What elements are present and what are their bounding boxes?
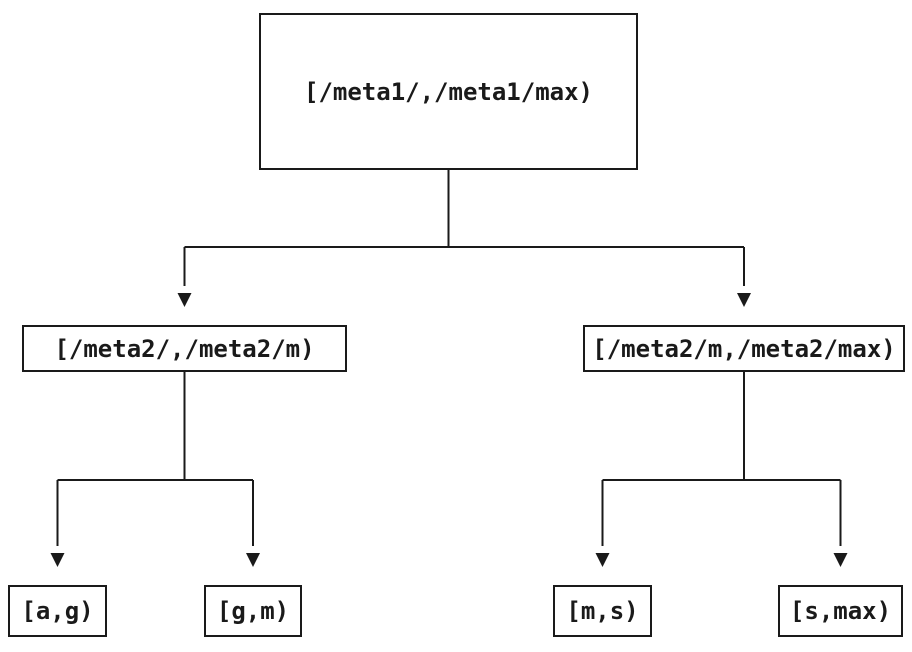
arrowhead-down-icon: [246, 553, 260, 567]
node-leaf-ag: [a,g): [8, 585, 107, 637]
node-right-meta2-range: [/meta2/m,/meta2/max): [583, 325, 905, 372]
node-leaf-gm: [g,m): [204, 585, 302, 637]
node-leaf-smax: [s,max): [778, 585, 903, 637]
node-label: [m,s): [566, 597, 639, 625]
node-leaf-ms: [m,s): [553, 585, 652, 637]
arrowhead-down-icon: [50, 553, 65, 567]
node-label: [/meta1/,/meta1/max): [304, 77, 593, 106]
arrowhead-down-icon: [737, 293, 751, 307]
arrowhead-down-icon: [177, 293, 192, 307]
node-label: [s,max): [789, 597, 892, 625]
node-left-meta2-range: [/meta2/,/meta2/m): [22, 325, 347, 372]
node-label: [g,m): [216, 597, 290, 625]
node-label: [/meta2/,/meta2/m): [54, 334, 315, 363]
node-root-meta1-range: [/meta1/,/meta1/max): [259, 13, 638, 170]
arrowhead-down-icon: [595, 553, 610, 567]
arrowhead-down-icon: [833, 553, 848, 567]
node-label: [/meta2/m,/meta2/max): [592, 334, 896, 363]
node-label: [a,g): [21, 597, 94, 625]
